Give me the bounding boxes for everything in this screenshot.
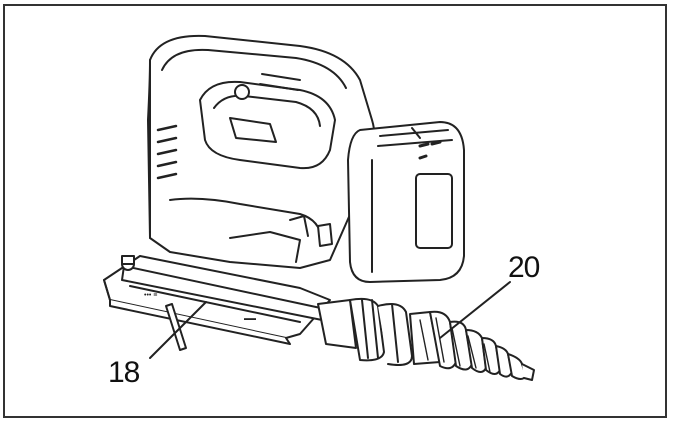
- callout-18: 18: [108, 356, 140, 389]
- battery-pack: [347, 121, 465, 283]
- svg-text:▬▬: ▬▬: [244, 316, 256, 322]
- hose-coupling: [317, 297, 413, 366]
- leader-line-18: [149, 301, 207, 359]
- svg-text:••• ≡: ••• ≡: [144, 292, 157, 299]
- jigsaw-body: [147, 34, 376, 269]
- callout-20: 20: [508, 251, 540, 284]
- leader-line-20: [439, 281, 511, 339]
- vacuum-hose: [409, 310, 535, 381]
